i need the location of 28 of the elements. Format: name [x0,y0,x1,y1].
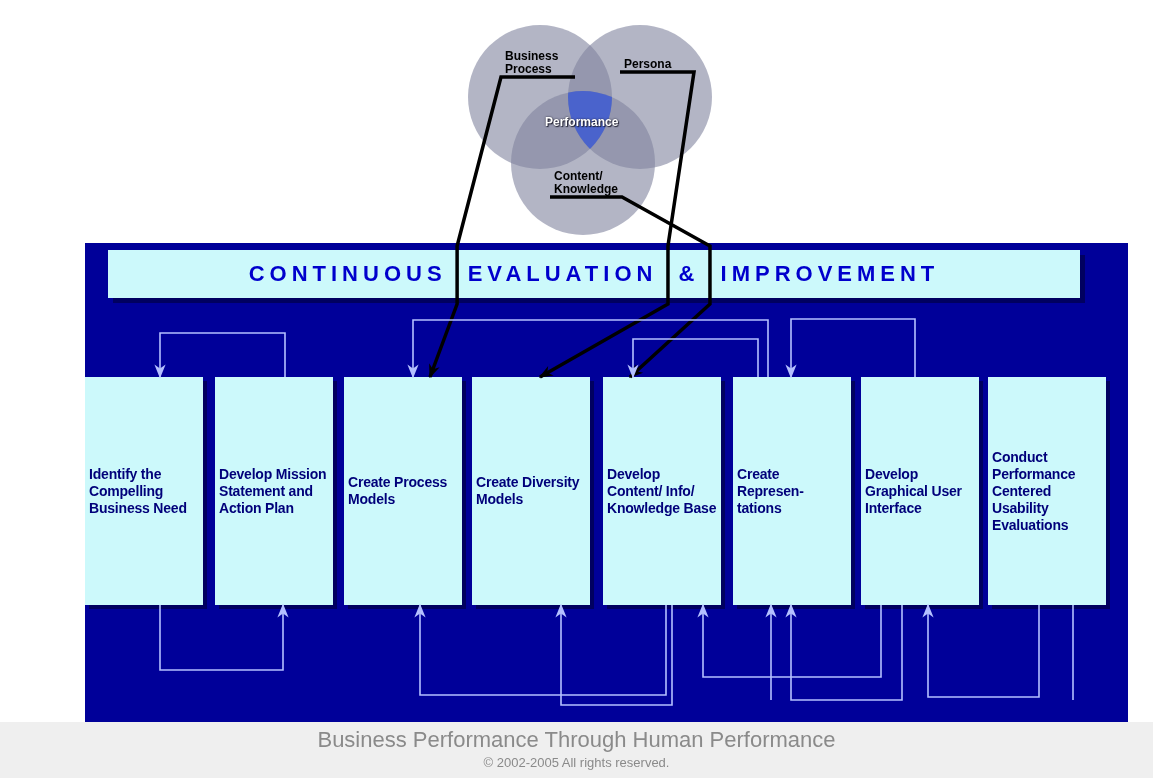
feedback-arrow [414,603,667,696]
feedback-arrow [785,603,903,701]
step-label: Create Diversity Models [475,474,581,508]
feedback-arrow [697,603,882,678]
feedback-arrow [785,318,916,379]
feedback-arrow [159,603,289,671]
leader-arrow [550,195,712,379]
feedback-arrow [154,332,286,379]
feedback-arrow [627,338,759,379]
leader-arrow [538,70,697,379]
step-label: Develop Graphical User Interface [864,465,963,517]
banner-title: CONTINUOUS EVALUATION & IMPROVEMENT [248,261,940,287]
step-label: Develop Mission Statement and Action Plan [218,465,328,517]
step-label: Develop Content/ Info/ Knowledge Base [606,465,718,517]
feedback-arrow [555,603,673,706]
feedback-arrow [922,603,1040,698]
step-label: Create Process Models [347,474,449,508]
step-label: Identify the Compelling Business Need [88,465,188,517]
circle-label: Business Process [505,50,560,76]
copyright-note: © 2002-2005 All rights reserved. [482,755,671,770]
step-label: Conduct Performance Centered Usability Evaluations [991,448,1077,534]
circle-label: Persona [624,58,673,71]
circle-label: Content/ Knowledge [554,170,616,196]
feedback-arrow [765,603,777,701]
caption: Business Performance Through Human Performance [316,727,837,753]
feedback-arrow [407,319,769,379]
leader-arrow [428,75,575,379]
step-label: Create Represen- tations [736,465,805,517]
